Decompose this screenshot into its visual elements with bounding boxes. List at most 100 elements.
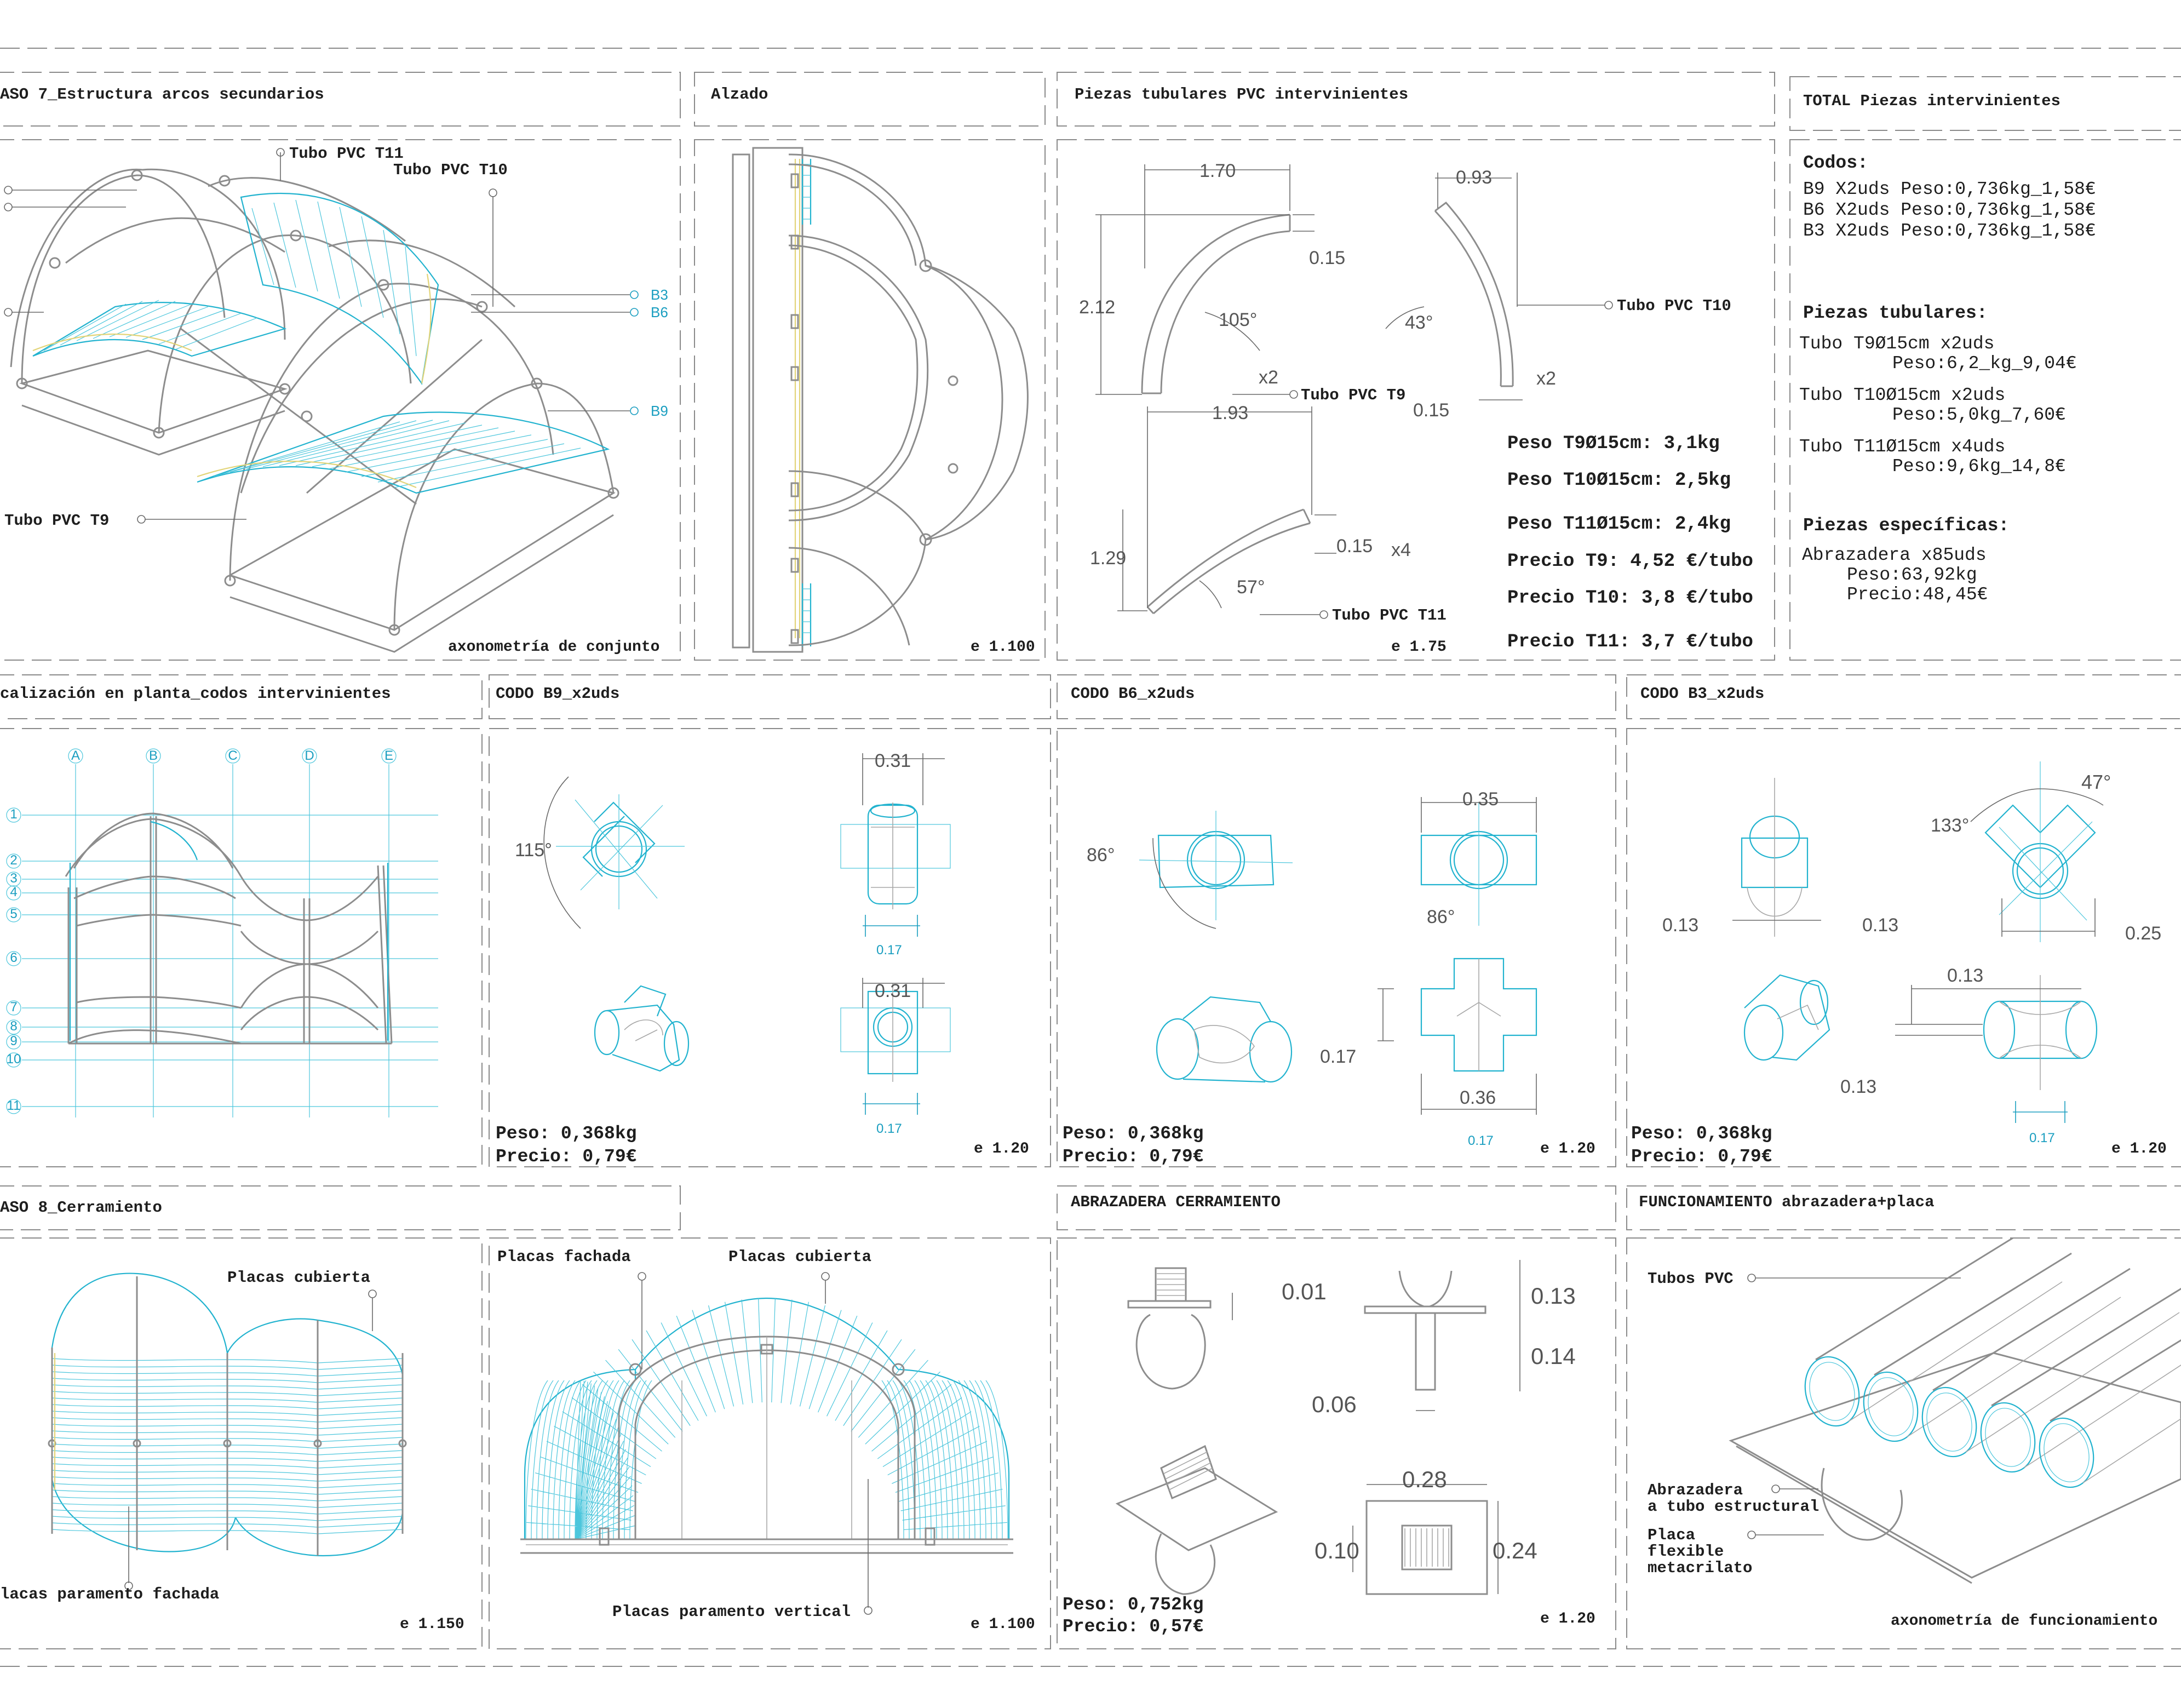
abrazadera-precio: Precio: 0,57€ [1063,1617,1203,1637]
codo-b3-precio: Precio: 0,79€ [1631,1147,1772,1167]
callout-abrazadera-1: Abrazadera [1648,1481,1743,1499]
grid-row-label: 6 [10,950,17,965]
dim-212: 2.12 [1079,297,1115,318]
panel-cerramiento: ASO 8_Cerramiento Placas cubierta lacas … [0,1199,464,1633]
grid-row-label: 5 [10,907,17,921]
codo-b6-dim-017-h: 0.17 [1320,1046,1356,1067]
codo-b3-elbow-view: 47° 133° 0.25 [1931,761,2161,944]
especificas-heading: Piezas específicas: [1803,515,2009,536]
panel-title-paso7: ASO 7_Estructura arcos secundarios [0,85,324,104]
dim-015-a: 0.15 [1309,248,1345,268]
codo-b9-scale: e 1.20 [974,1140,1029,1157]
codo-b9-iso-view [594,985,690,1072]
panel-title-alzado: Alzado [711,85,768,104]
callout-tubo-t10: Tubo PVC T10 [393,161,508,179]
codo-b3-dim-013-r: 0.13 [1862,915,1898,936]
codo-b6-precio: Precio: 0,79€ [1063,1147,1203,1167]
abrazadera-front-view: 0.01 [1127,1267,1327,1390]
panel-codo-b6: CODO B6_x2uds 86° 0.35 86° [1063,685,1595,1167]
callout-tubo-t9-piezas: Tubo PVC T9 [1301,386,1405,404]
codos-heading: Codos: [1803,153,1868,173]
abr-dim-014: 0.14 [1531,1343,1576,1369]
panel-codo-b9: CODO B9_x2uds 115° 0.31 0.17 [496,685,1029,1167]
tube-t9-drawing [1141,214,1291,394]
tubulares-heading: Piezas tubulares: [1803,303,1988,323]
funcionamiento-drawing [1729,1237,2181,1584]
panel-title-paso8: ASO 8_Cerramiento [0,1199,162,1217]
codo-b9-dim-017-bot: 0.17 [876,1121,902,1136]
callout-placa-1: Placa [1648,1526,1695,1544]
dim-093: 0.93 [1456,167,1492,188]
pvc-tubes [1804,1237,2181,1488]
codo-b6-cross-view: 0.17 0.36 0.17 [1320,958,1537,1148]
spec-peso-t9: Peso T9Ø15cm: 3,1kg [1507,433,1720,454]
mult-x2-a: x2 [1259,367,1278,388]
spec-peso-t10: Peso T10Ø15cm: 2,5kg [1507,470,1731,491]
panel-frames [0,72,2181,1649]
tubo-t11-peso: Peso:9,6kg_14,8€ [1892,456,2066,477]
codo-b3-side-view: 0.13 0.13 0.17 [1840,965,2098,1145]
grid-row-label: 11 [7,1098,21,1113]
codo-b9-side-view: 0.31 0.17 [840,978,951,1136]
callout-b9: B9 [651,403,668,419]
tubo-t10-peso: Peso:5,0kg_7,60€ [1892,405,2066,425]
spec-precio-t11: Precio T11: 3,7 €/tubo [1507,632,1753,652]
codo-b9-angle: 115° [515,840,552,861]
codo-b6-dim-017-b: 0.17 [1468,1133,1494,1148]
abrazadera-top-view: 0.28 0.10 0.24 [1315,1466,1537,1595]
tube-dimension-lines [1095,164,1523,611]
codo-b9-front-view: 0.31 0.17 [840,750,951,958]
tubo-t11-line: Tubo T11Ø15cm x4uds [1799,437,2005,457]
callout-tubo-t9: Tubo PVC T9 [4,512,109,530]
panel-planta: calización en planta_codos interviniente… [0,685,438,1117]
callout-b6: B6 [651,304,668,320]
panel-total: TOTAL Piezas intervinientes Codos: B9 X2… [1799,92,2096,605]
abrazadera-precio: Precio:48,45€ [1847,584,1988,605]
grid-row-label: 10 [7,1052,21,1067]
angle-43: 43° [1405,312,1433,333]
panel-title-piezas-tubulares: Piezas tubulares PVC intervinientes [1075,85,1408,104]
codo-b3-dim-025: 0.25 [2125,923,2161,944]
codo-b3-dim-013-l: 0.13 [1662,915,1698,936]
dim-015-c: 0.15 [1336,536,1373,557]
grid-row-label: 4 [10,885,17,899]
panel-title-codo-b3: CODO B3_x2uds [1640,685,1764,703]
tube-callouts: Tubo PVC T10 Tubo PVC T9 Tubo PVC T11 [1232,297,1731,624]
tubo-t9-line: Tubo T9Ø15cm x2uds [1799,334,1994,354]
spec-peso-t11: Peso T11Ø15cm: 2,4kg [1507,514,1731,535]
dim-193: 1.93 [1212,403,1248,423]
grid-row-label: 1 [10,807,17,822]
callout-tubo-t11-piezas: Tubo PVC T11 [1332,606,1447,624]
abr-dim-006: 0.06 [1312,1391,1357,1417]
codo-b3-scale: e 1.20 [2111,1140,2167,1157]
tubo-t9-peso: Peso:6,2_kg_9,04€ [1892,353,2077,374]
panel-alzado: Alzado e 1.100 [711,85,1035,656]
abr-dim-024: 0.24 [1493,1538,1537,1563]
alzado-drawing [732,147,1029,653]
panel-title-abrazadera: ABRAZADERA CERRAMIENTO [1071,1193,1281,1211]
mult-x4: x4 [1391,540,1411,560]
callout-tubo-t11: Tubo PVC T11 [289,145,404,163]
codo-b6-dim-035: 0.35 [1462,789,1499,810]
codo-b6-plan-view: 86° [1087,811,1293,929]
caption-axonometria-funcionamiento: axonometría de funcionamiento [1891,1613,2157,1630]
abr-dim-001: 0.01 [1282,1279,1327,1304]
grid-row-label: 7 [10,1000,17,1015]
codo-b6-scale: e 1.20 [1540,1140,1595,1157]
codo-b9-dim-031-top: 0.31 [875,750,911,771]
codo-b6-front-view: 0.35 86° [1420,789,1537,927]
grid-row-label: 3 [10,871,17,886]
dim-015-b: 0.15 [1413,400,1449,421]
dim-129: 1.29 [1090,548,1126,569]
codo-b9-precio: Precio: 0,79€ [496,1147,636,1167]
codo-b3-dim-013-top: 0.13 [1947,965,1983,986]
panel-title-planta: calización en planta_codos interviniente… [0,685,391,703]
abrazadera-peso: Peso: 0,752kg [1063,1595,1203,1615]
codo-b3-dim-017-b: 0.17 [2029,1131,2055,1145]
grid-col-label: A [71,748,80,763]
grid-col-label: C [228,748,237,763]
cerramiento-axonometric-drawing [48,1273,407,1557]
callout-placas-fachada-axon: lacas paramento fachada [0,1585,219,1603]
codo-b6-iso-view [1156,996,1293,1083]
callout-tubo-t10-piezas: Tubo PVC T10 [1617,297,1731,315]
